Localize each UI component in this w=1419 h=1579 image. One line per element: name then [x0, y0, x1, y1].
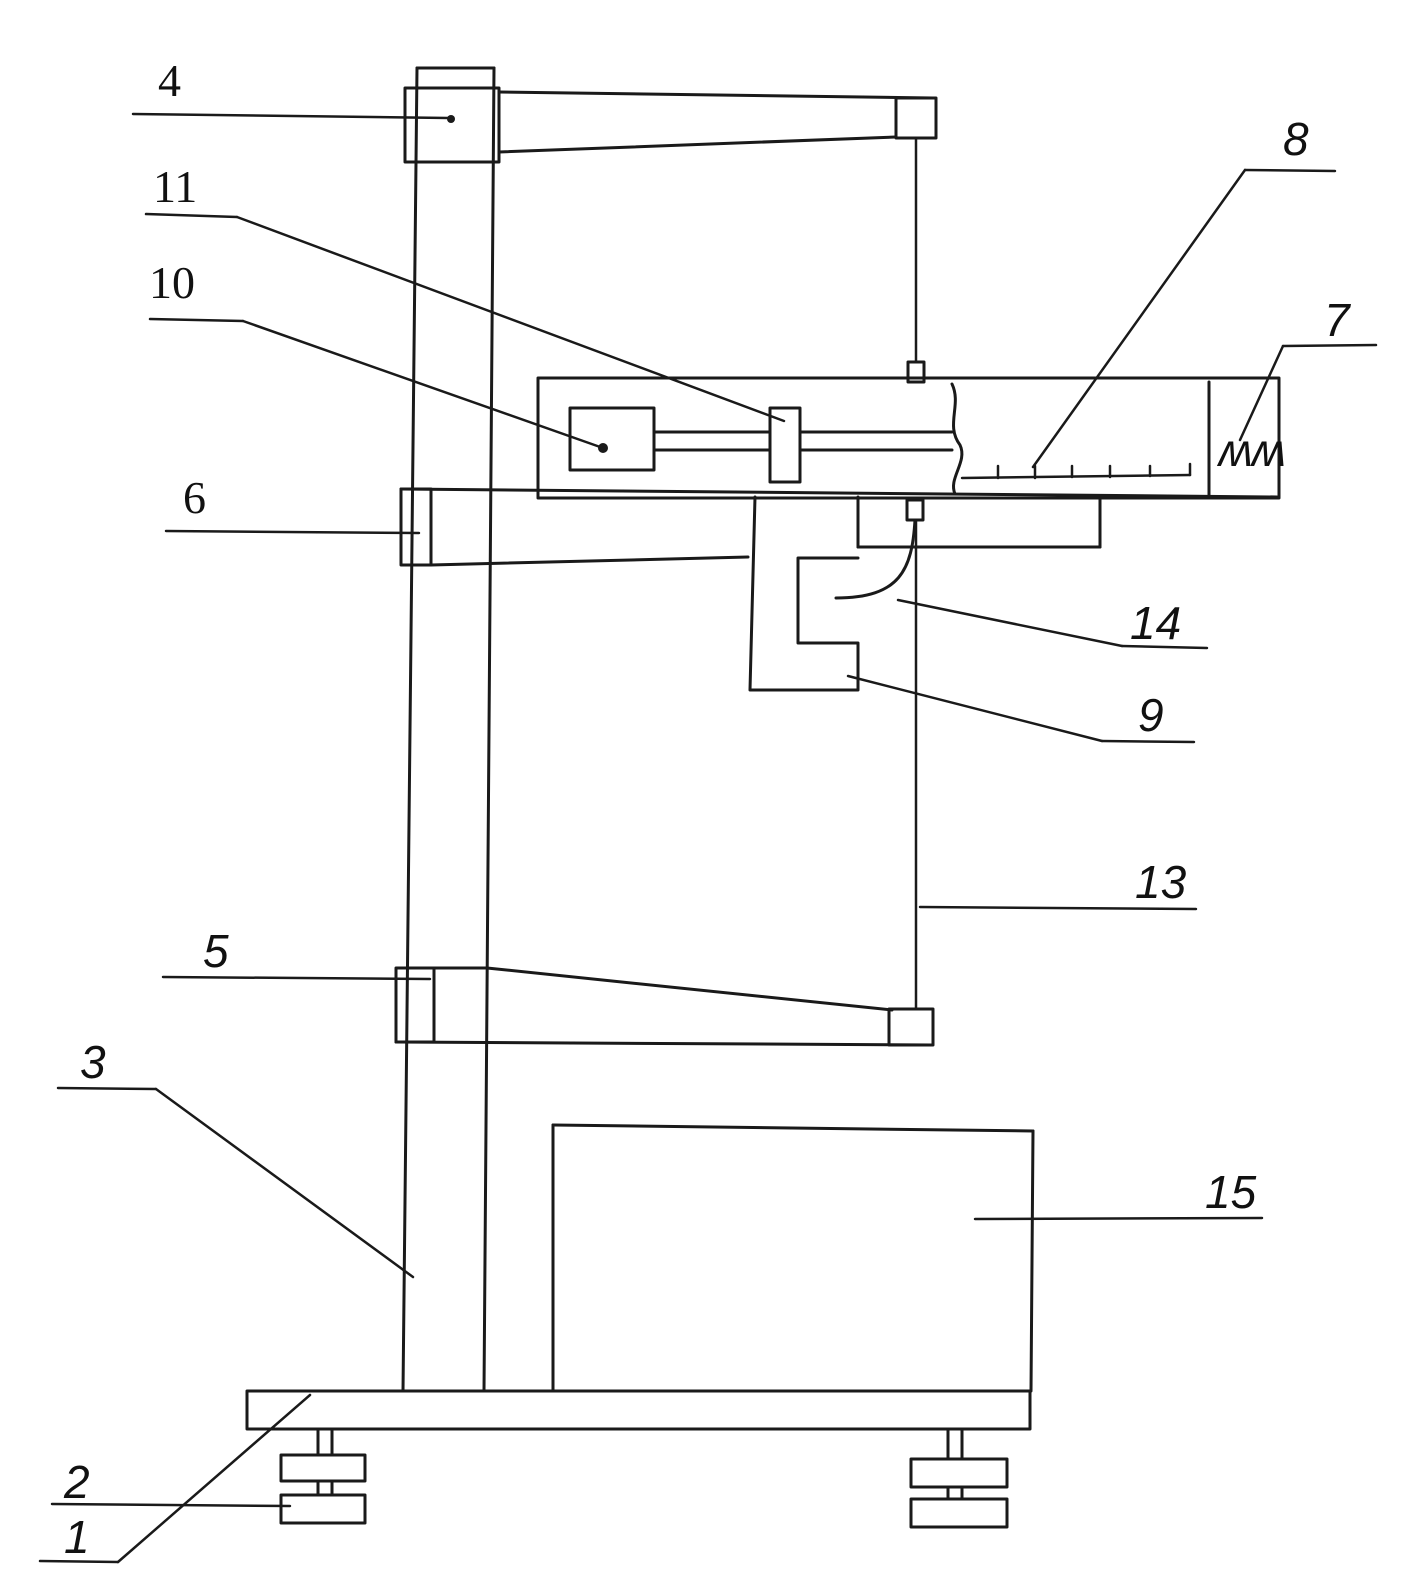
label-8: 8: [1283, 113, 1309, 165]
electronics-box: [551, 1123, 1035, 1393]
base-plate: [245, 1389, 1032, 1431]
label-10: 10: [149, 257, 195, 308]
label-14: 14: [1130, 597, 1181, 649]
probe-needle: [834, 518, 917, 600]
slider-block: [768, 406, 802, 484]
upper-bracket: [403, 86, 938, 164]
label-9: 9: [1138, 689, 1164, 741]
label-15: 15: [1205, 1166, 1257, 1218]
label-1: 1: [64, 1511, 90, 1563]
leader-lines: [38, 112, 1378, 1564]
measurement-scale: [960, 462, 1192, 480]
label-4: 4: [158, 55, 181, 106]
label-7: 7: [1324, 294, 1351, 346]
label-6: 6: [183, 472, 206, 523]
counterweight: [568, 406, 656, 472]
leveling-foot-right: [909, 1427, 1009, 1529]
label-5: 5: [203, 925, 229, 977]
instrument-housing: [536, 376, 1281, 500]
label-2: 2: [63, 1456, 90, 1508]
vertical-column: [401, 66, 496, 1393]
sample-holder: [748, 495, 860, 692]
suspension-wire: [905, 136, 926, 1011]
label-11: 11: [153, 161, 197, 212]
guide-rods: [652, 430, 954, 452]
leveling-foot-left: [279, 1427, 367, 1525]
middle-carriage: [399, 487, 1279, 567]
label-3: 3: [80, 1036, 106, 1088]
label-13: 13: [1135, 856, 1187, 908]
lower-bracket: [394, 966, 935, 1047]
spring-coil: ʍʍ: [1216, 424, 1285, 476]
